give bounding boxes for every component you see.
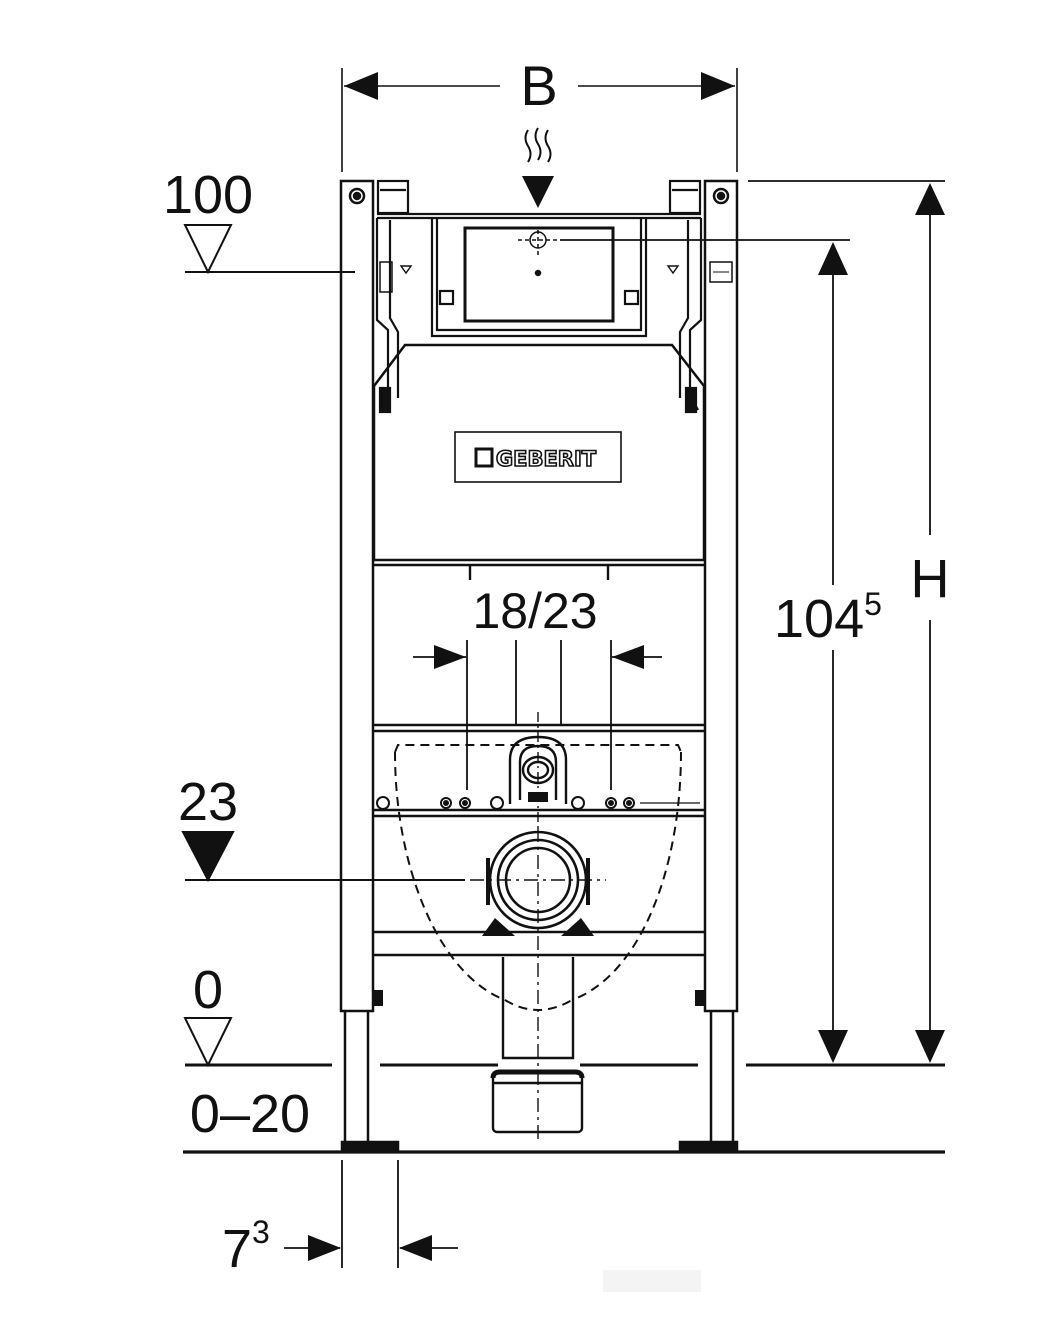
brand-label: GEBERIT — [454, 431, 622, 483]
frame-left-leg — [339, 179, 400, 1152]
level-marker-23 — [181, 831, 465, 883]
scan-artifact — [603, 1270, 701, 1292]
height-value: 104 — [774, 589, 864, 649]
height-dimension-1045 — [560, 239, 850, 1063]
frame-rails — [373, 563, 705, 957]
frame-right-leg — [678, 179, 739, 1152]
water-supply-icon — [522, 127, 554, 208]
height-value-superscript: 5 — [864, 586, 882, 622]
cistern-top-bracket — [375, 179, 733, 414]
drain-connector — [470, 828, 606, 1140]
leg-clamps — [373, 990, 705, 1006]
bolt-spacing-dimension — [413, 640, 662, 790]
width-label: B — [520, 54, 557, 117]
cistern-body — [372, 343, 706, 562]
height-dimension-h — [748, 180, 945, 1063]
fixing-bolts — [376, 796, 700, 810]
level-marker-100 — [183, 224, 355, 275]
height-value-label: 1045 — [774, 586, 882, 649]
height-label: H — [911, 549, 950, 609]
flush-pipe-connector — [508, 712, 568, 830]
bolt-spacing-label: 18/23 — [472, 583, 597, 639]
level-top-label: 100 — [163, 165, 253, 225]
level-middle-label: 23 — [178, 772, 238, 832]
foot-offset-superscript: 3 — [252, 1214, 270, 1250]
drain-pipe — [490, 957, 585, 1134]
foot-offset-label: 73 — [222, 1214, 270, 1279]
level-marker-0 — [183, 1017, 233, 1068]
foot-offset-value: 7 — [222, 1219, 252, 1279]
brand-name: GEBERIT — [496, 447, 597, 471]
foot-offset-dimension — [284, 1160, 458, 1268]
actuator-crosshair-icon — [518, 230, 558, 277]
floor-range-label: 0–20 — [190, 1084, 310, 1144]
level-floor-label: 0 — [193, 960, 223, 1020]
width-dimension — [341, 68, 738, 172]
